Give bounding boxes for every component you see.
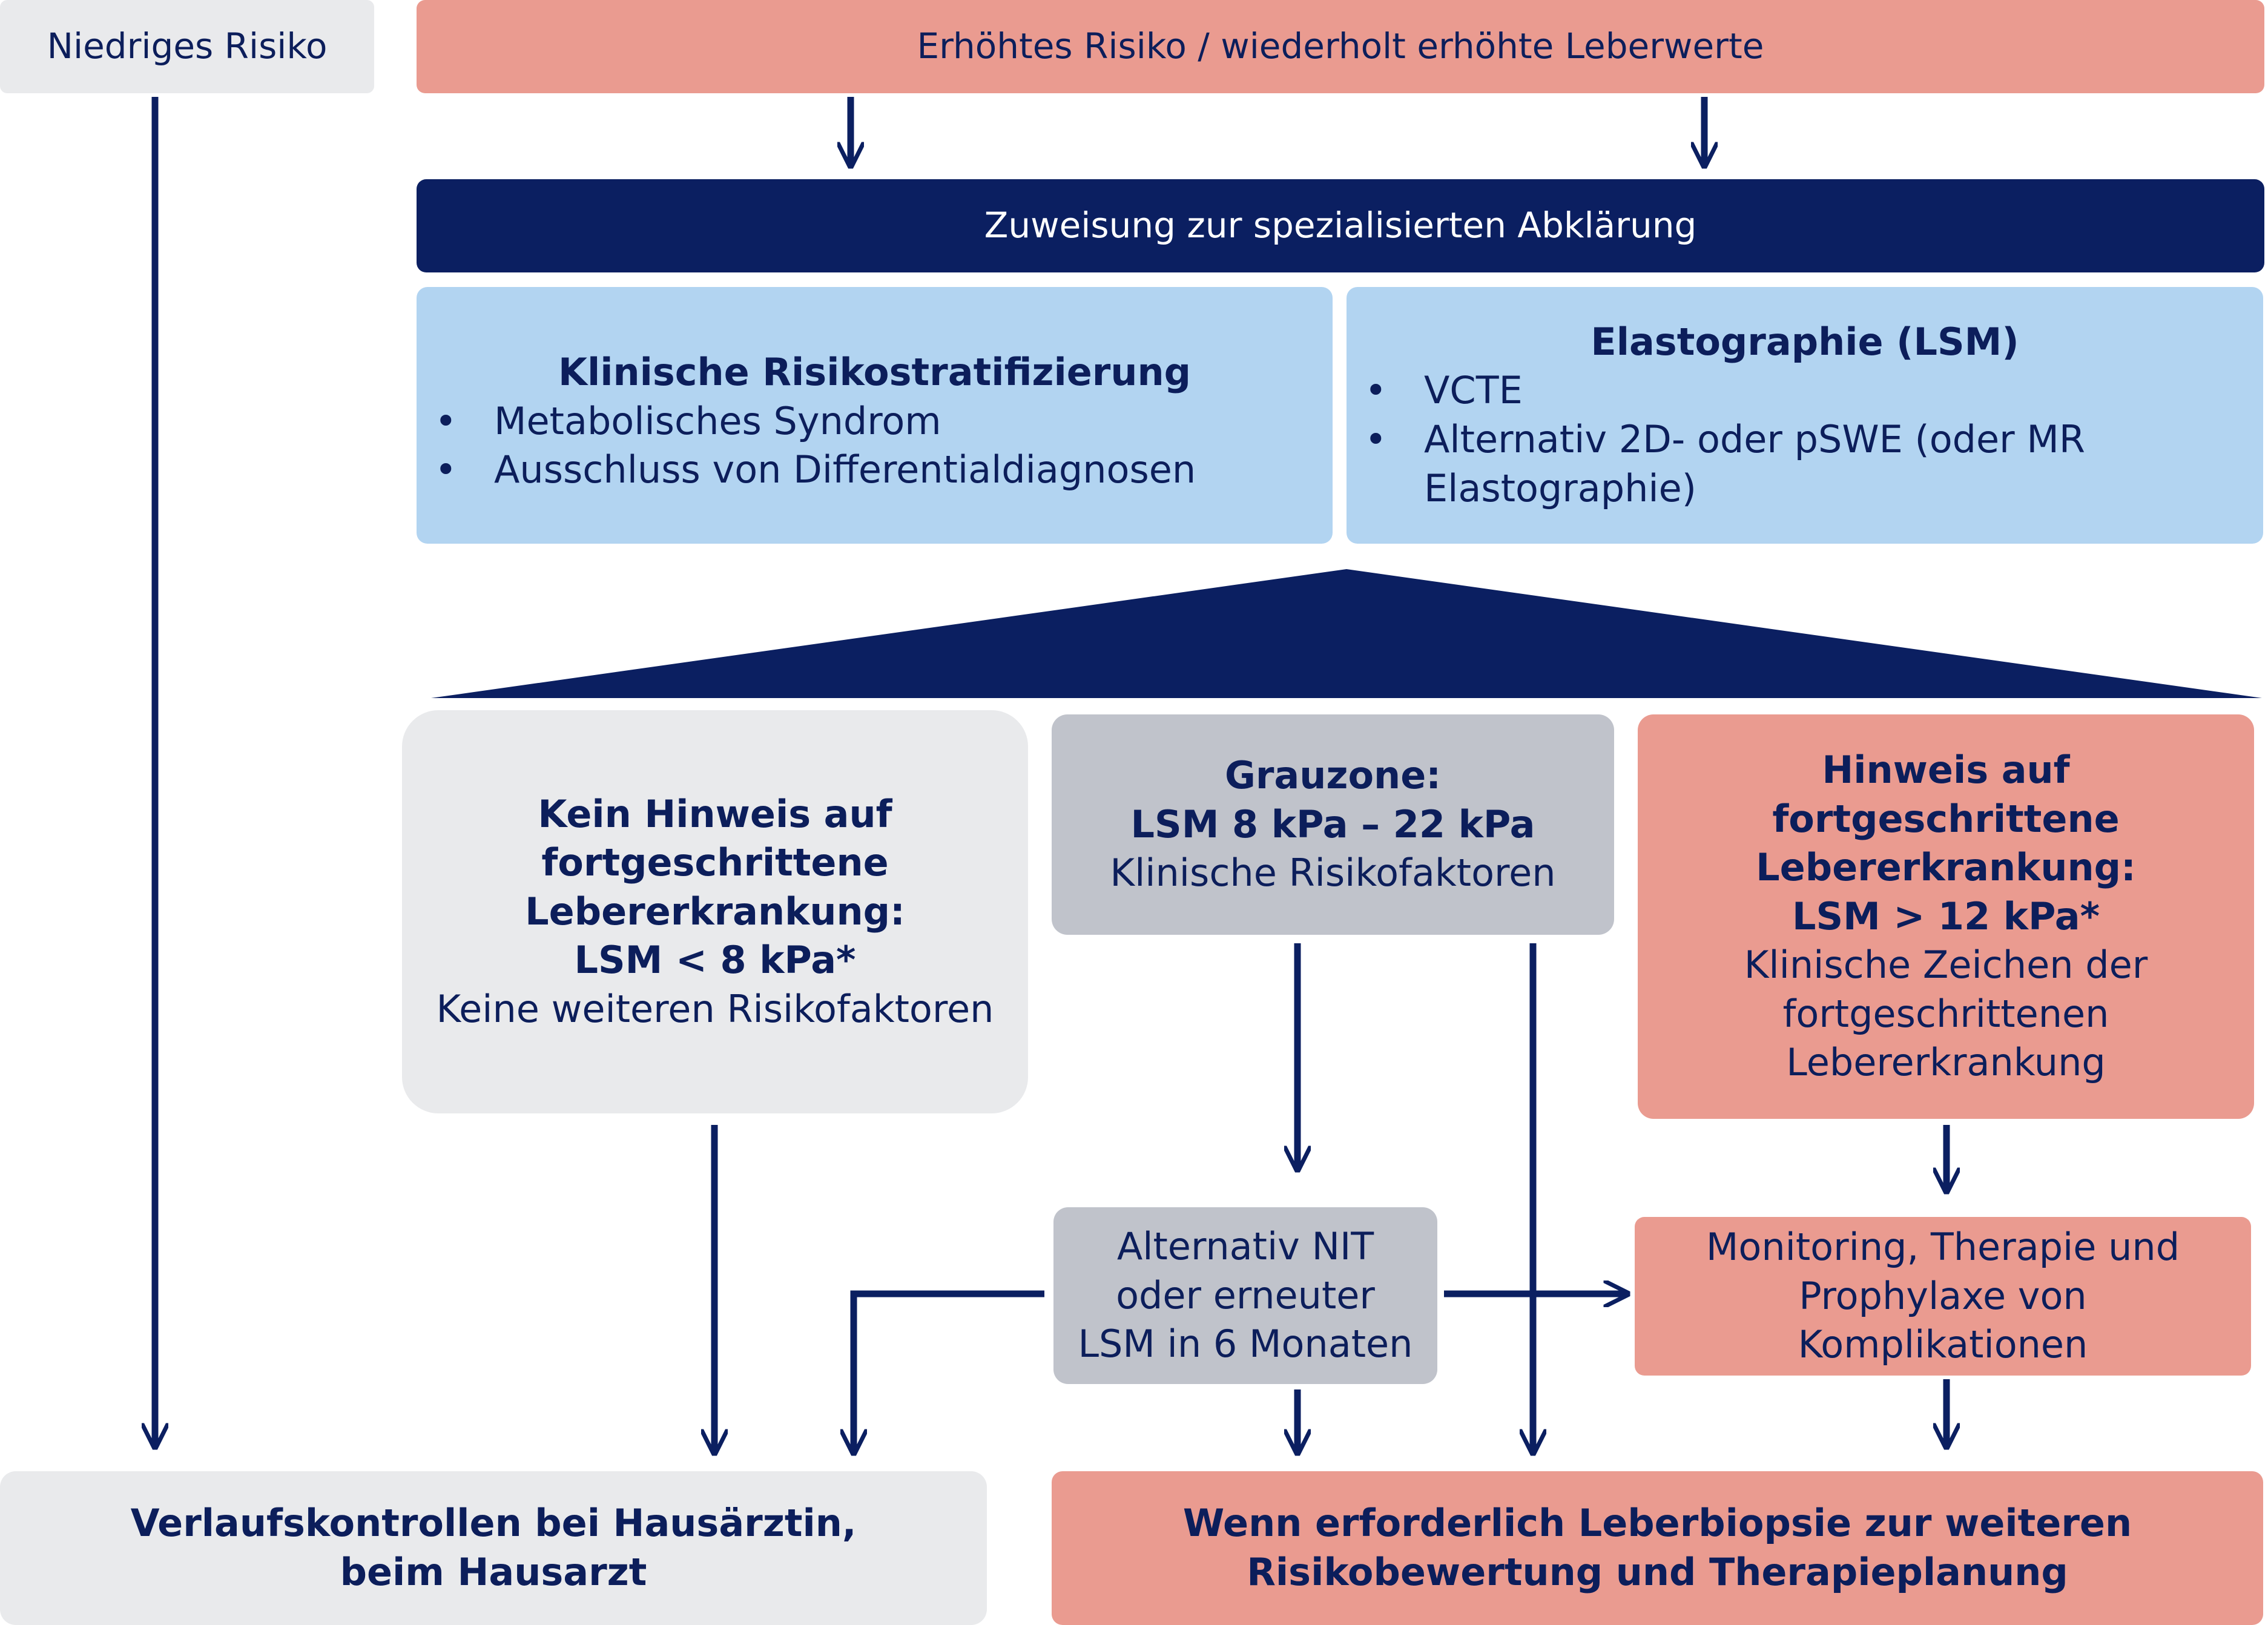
grey-zone-line-3: Klinische Risikofaktoren [1110, 851, 1556, 895]
clinical-risk-title: Klinische Risikostratifizierung [558, 350, 1192, 395]
no-advanced-disease-box: Kein Hinweis auf fortgeschrittene Lebere… [402, 710, 1028, 1113]
list-item: Ausschluss von Differentialdiagnosen [417, 446, 1333, 495]
grey-zone-range: LSM 8 kPa – 22 kPa [1130, 802, 1535, 846]
advanced-line-7: Lebererkrankung [1786, 1040, 2106, 1085]
monitoring-line-1: Monitoring, Therapie und [1706, 1225, 2180, 1270]
monitoring-line-3: Komplikationen [1798, 1322, 2088, 1367]
nit-line-1: Alternativ NIT [1116, 1224, 1374, 1269]
nit-box: Alternativ NIT oder erneuter LSM in 6 Mo… [1053, 1207, 1437, 1384]
list-item: VCTE [1347, 366, 2263, 415]
elastography-list: VCTE Alternativ 2D- oder pSWE (oder MR [1347, 366, 2263, 464]
monitoring-line-2: Prophylaxe von [1799, 1273, 2087, 1318]
no-advanced-line-5: Keine weiteren Risikofaktoren [436, 986, 994, 1031]
monitoring-box: Monitoring, Therapie und Prophylaxe von … [1635, 1217, 2251, 1376]
advanced-disease-box: Hinweis auf fortgeschrittene Lebererkran… [1638, 714, 2254, 1119]
list-item: Metabolisches Syndrom [417, 397, 1333, 446]
clinical-risk-list: Metabolisches Syndrom Ausschluss von Dif… [417, 397, 1333, 495]
elevated-risk-label: Erhöhtes Risiko / wiederholt erhöhte Leb… [917, 25, 1764, 67]
advanced-line-6: fortgeschrittenen [1782, 991, 2109, 1036]
grey-zone-box: Grauzone: LSM 8 kPa – 22 kPa Klinische R… [1052, 714, 1614, 935]
nit-line-3: LSM in 6 Monaten [1078, 1322, 1413, 1366]
referral-box: Zuweisung zur spezialisierten Abklärung [417, 179, 2264, 272]
elastography-list-continuation: Elastographie) [1424, 466, 1696, 510]
advanced-threshold: LSM > 12 kPa* [1792, 894, 2100, 938]
advanced-line-3: Lebererkrankung: [1756, 845, 2136, 890]
biopsy-line-2: Risikobewertung und Therapieplanung [1247, 1550, 2068, 1594]
elevated-risk-box: Erhöhtes Risiko / wiederholt erhöhte Leb… [417, 0, 2264, 93]
follow-up-line-2: beim Hausarzt [340, 1550, 647, 1594]
grey-zone-title: Grauzone: [1224, 753, 1442, 798]
no-advanced-line-1: Kein Hinweis auf [538, 791, 892, 836]
follow-up-line-1: Verlaufskontrollen bei Hausärztin, [130, 1501, 857, 1546]
no-advanced-line-3: Lebererkrankung: [525, 889, 905, 934]
advanced-line-2: fortgeschrittene [1772, 796, 2120, 841]
biopsy-box: Wenn erforderlich Leberbiopsie zur weite… [1052, 1471, 2263, 1625]
no-advanced-threshold: LSM < 8 kPa* [574, 938, 856, 983]
arrow-nit-to-follow-up [854, 1290, 1044, 1453]
advanced-line-5: Klinische Zeichen der [1744, 943, 2148, 987]
biopsy-line-1: Wenn erforderlich Leberbiopsie zur weite… [1182, 1501, 2132, 1546]
elastography-box: Elastographie (LSM) VCTE Alternativ 2D- … [1347, 287, 2263, 544]
referral-label: Zuweisung zur spezialisierten Abklärung [984, 205, 1697, 246]
elastography-title: Elastographie (LSM) [1591, 319, 2019, 364]
branching-triangle [431, 569, 2262, 698]
list-item: Alternativ 2D- oder pSWE (oder MR [1347, 415, 2263, 464]
no-advanced-line-2: fortgeschrittene [541, 840, 889, 885]
nit-line-2: oder erneuter [1116, 1273, 1375, 1317]
clinical-risk-box: Klinische Risikostratifizierung Metaboli… [417, 287, 1333, 544]
low-risk-label: Niedriges Risiko [47, 25, 328, 67]
advanced-line-1: Hinweis auf [1822, 747, 2070, 792]
follow-up-box: Verlaufskontrollen bei Hausärztin, beim … [0, 1471, 987, 1625]
low-risk-box: Niedriges Risiko [0, 0, 374, 93]
